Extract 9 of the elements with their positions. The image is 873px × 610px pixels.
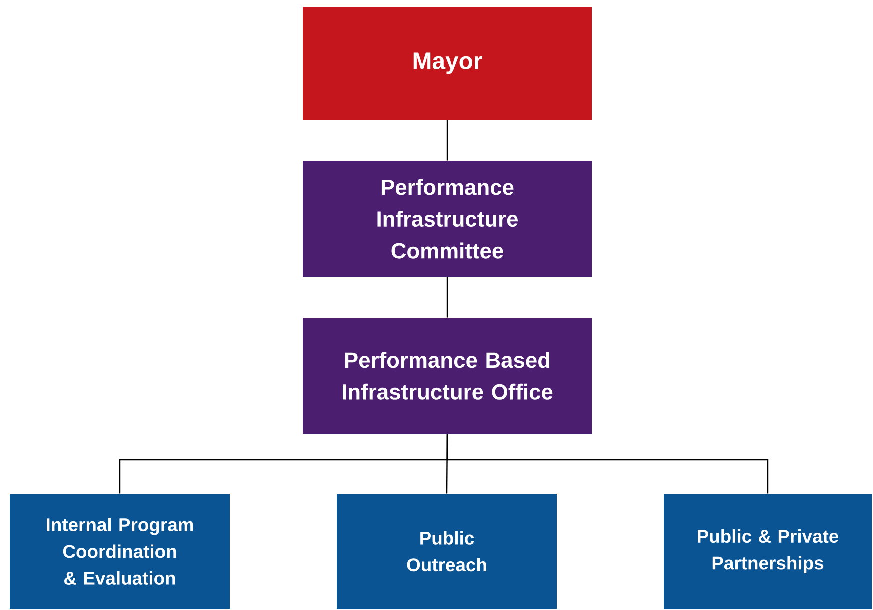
org-box: Mayor xyxy=(303,7,592,120)
org-box: Public Outreach xyxy=(337,494,557,609)
org-box: Public & Private Partnerships xyxy=(664,494,872,609)
org-box: Performance Infrastructure Committee xyxy=(303,161,592,277)
org-box: Performance Based Infrastructure Office xyxy=(303,318,592,434)
connector-line xyxy=(446,277,448,318)
connector-line xyxy=(446,434,769,494)
connector-line xyxy=(446,120,448,161)
org-box: Internal Program Coordination & Evaluation xyxy=(10,494,230,609)
